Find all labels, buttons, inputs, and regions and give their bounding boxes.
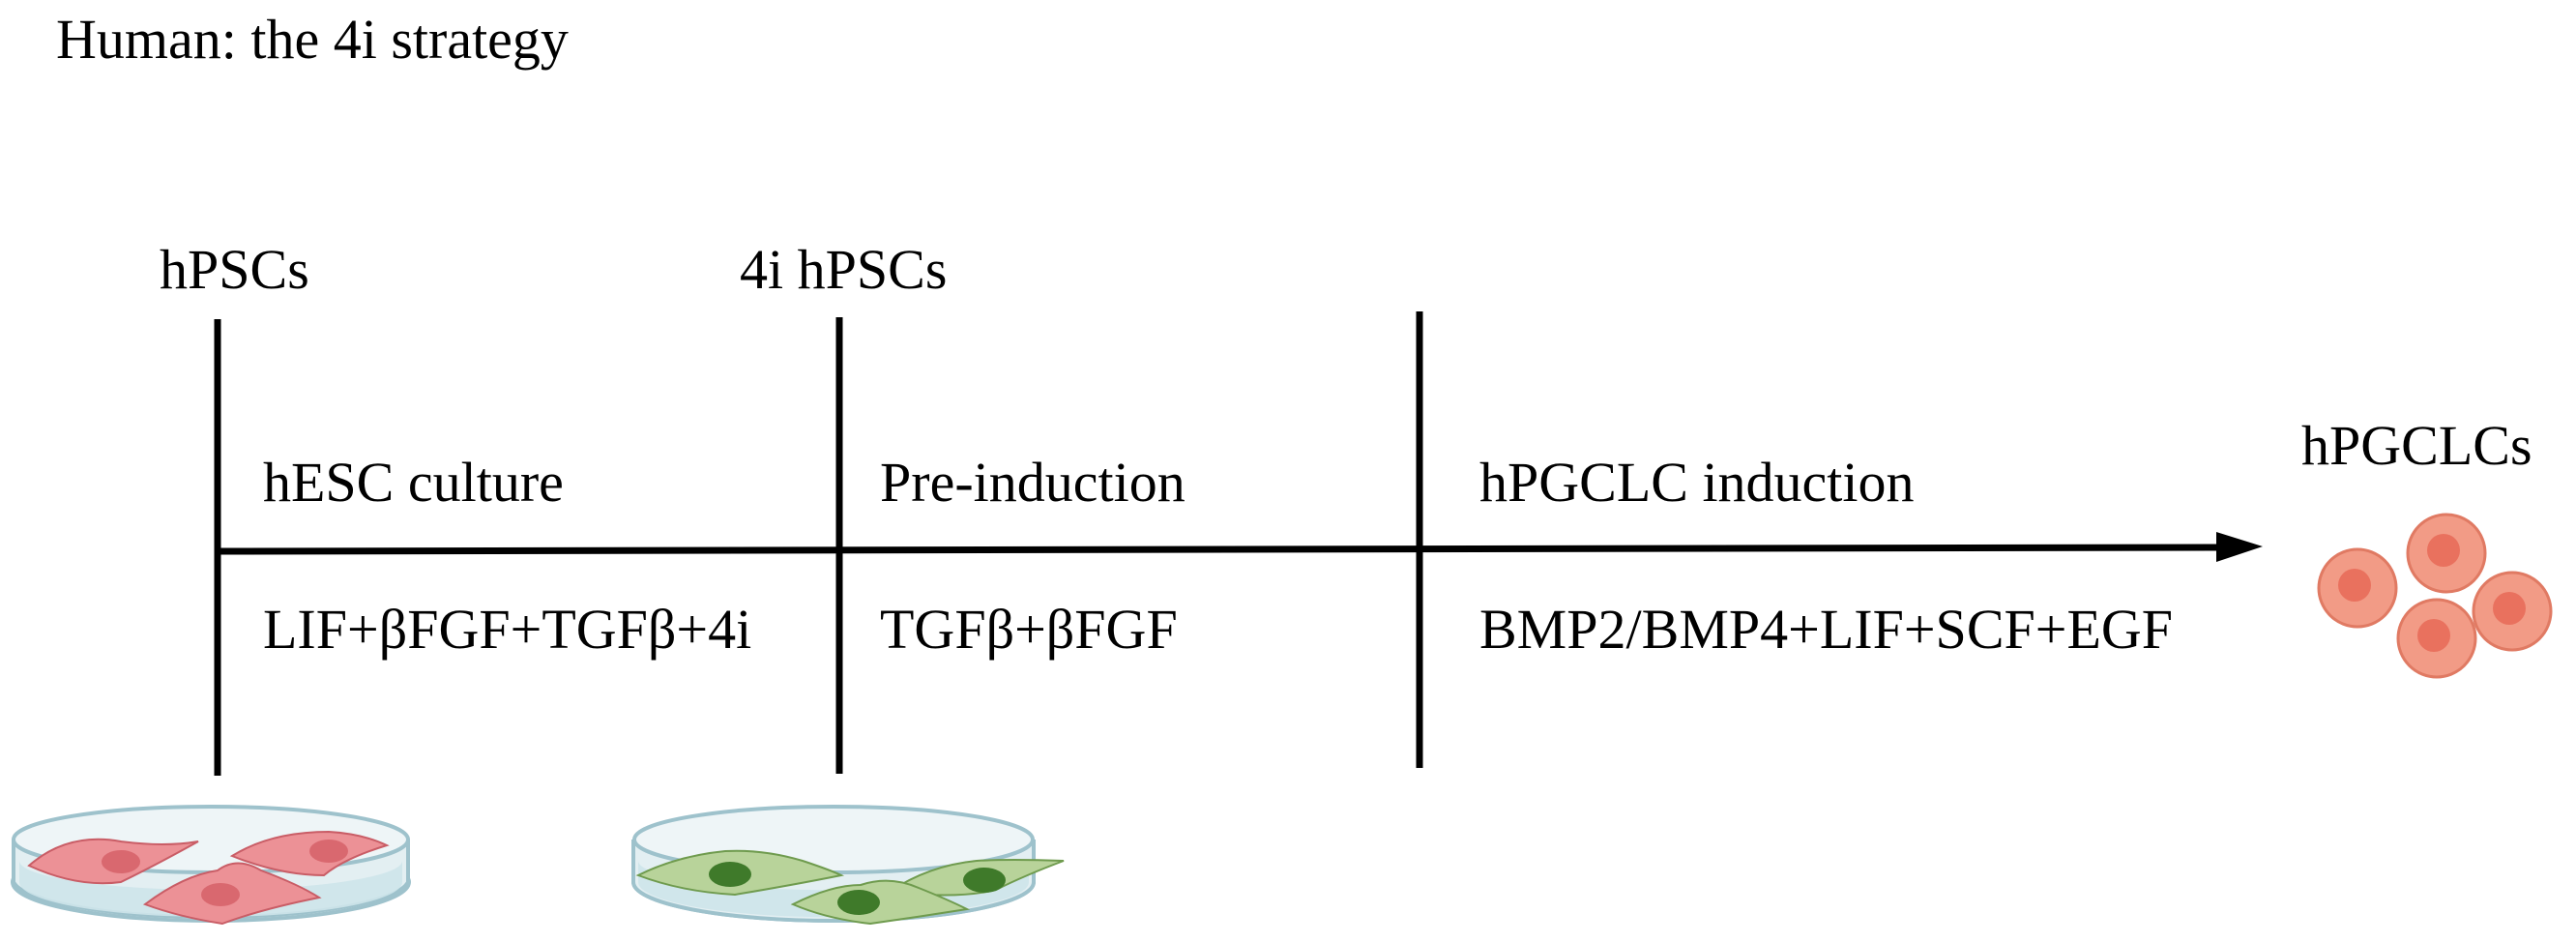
- hpgclc-nucleus: [2338, 569, 2371, 602]
- petri-dish-4i-hpscs: [631, 805, 1065, 926]
- hpgclc-nucleus: [2427, 534, 2460, 567]
- petri-dish-hpscs: [11, 805, 411, 926]
- stage-label-hpgclcs: hPGCLCs: [2301, 414, 2532, 477]
- timeline-arrowhead: [2216, 532, 2263, 562]
- stage-label-hpscs: hPSCs: [160, 238, 309, 301]
- cell-green: [790, 879, 971, 926]
- nucleus-pink: [309, 840, 348, 863]
- nucleus-green: [709, 862, 751, 887]
- cell-pink: [229, 830, 390, 877]
- hpgclc-nucleus: [2417, 619, 2450, 652]
- hpgclc-cluster: [2317, 513, 2553, 679]
- nucleus-green: [837, 890, 880, 915]
- medium-hpgclc-induction: BMP2/BMP4+LIF+SCF+EGF: [1479, 598, 2174, 661]
- timeline-axis: [217, 544, 2230, 555]
- phase-label-hpgclc-induction: hPGCLC induction: [1479, 451, 1915, 514]
- phase-label-pre-induction: Pre-induction: [880, 451, 1186, 514]
- hpgclc-nucleus: [2493, 592, 2526, 625]
- phase-label-hesc-culture: hESC culture: [263, 451, 564, 514]
- stage-label-4i-hpscs: 4i hPSCs: [740, 238, 948, 301]
- medium-pre-induction: TGFβ+βFGF: [880, 598, 1178, 661]
- medium-hesc-culture: LIF+βFGF+TGFβ+4i: [263, 598, 752, 661]
- nucleus-pink: [201, 883, 240, 906]
- diagram-title: Human: the 4i strategy: [56, 8, 569, 71]
- nucleus-green: [963, 868, 1006, 893]
- nucleus-pink: [102, 850, 140, 873]
